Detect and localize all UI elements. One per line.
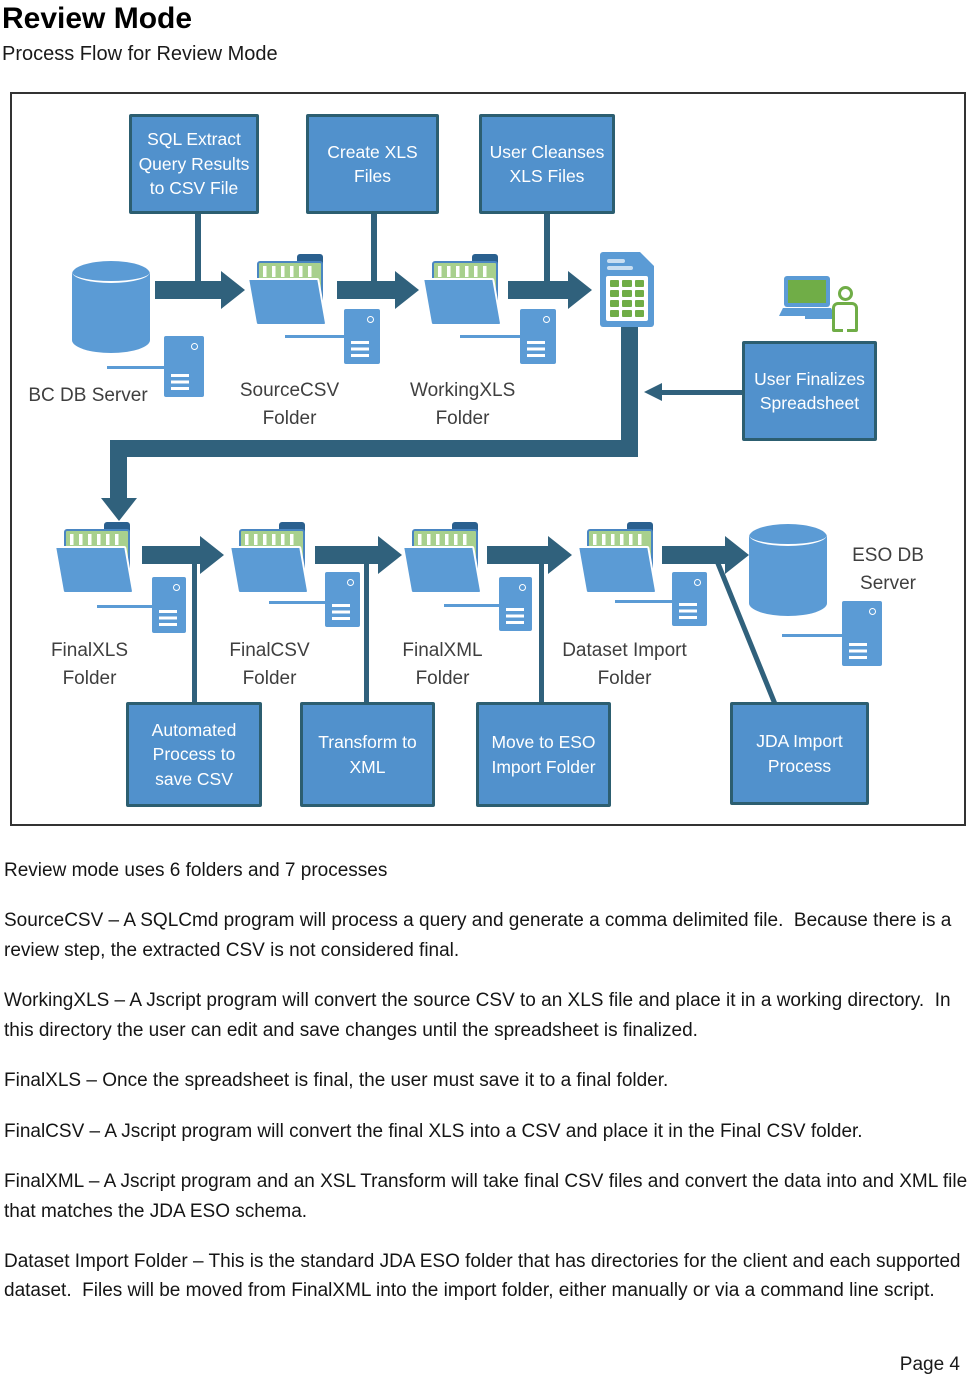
server-icon [152, 577, 186, 633]
connector-line [195, 212, 201, 292]
server-icon [325, 572, 360, 627]
server-icon [344, 309, 380, 364]
file-dashes [245, 534, 296, 545]
flow-arrow [337, 271, 419, 309]
process-box-move-eso: Move to ESO Import Folder [476, 702, 611, 807]
shelf-line [460, 335, 520, 338]
file-dashes [593, 534, 644, 545]
connector-line [192, 564, 197, 704]
page-subtitle: Process Flow for Review Mode [2, 43, 278, 65]
folder-icon-dataset-import [575, 522, 663, 594]
person-body [832, 302, 858, 332]
label-bc-db-server: BC DB Server [28, 385, 148, 406]
process-box-user-finalizes: User Finalizes Spreadsheet [742, 341, 877, 441]
file-dashes [418, 534, 469, 545]
flow-arrow [142, 536, 224, 574]
process-box-jda-import: JDA Import Process [730, 702, 869, 805]
process-flow-diagram: SQL Extract Query Results to CSV File Cr… [10, 92, 966, 826]
pipe-connector [621, 327, 638, 457]
pipe-connector [110, 440, 127, 500]
flow-arrow [487, 536, 572, 574]
label-eso-db-server: ESO DB Server [852, 545, 924, 594]
spreadsheet-icon [600, 252, 654, 327]
connector-line [364, 564, 369, 704]
paragraph-workingxls: WorkingXLS – A Jscript program will conv… [4, 990, 956, 1041]
paragraph-sourcecsv: SourceCSV – A SQLCmd program will proces… [4, 910, 957, 961]
shelf-line [444, 604, 499, 607]
flow-arrow [155, 271, 245, 309]
database-icon [749, 524, 827, 616]
folder-front [577, 546, 658, 594]
flow-connectors [101, 212, 778, 705]
connector-line [544, 212, 550, 292]
process-box-sql-extract: SQL Extract Query Results to CSV File [129, 114, 259, 214]
shelf-line [782, 634, 842, 637]
cylinder-lid [72, 261, 150, 284]
server-icon [164, 336, 204, 397]
label-finalxml-folder: FinalXML Folder [402, 640, 483, 689]
person-head [837, 286, 853, 301]
sheet-line [607, 266, 633, 270]
process-box-transform-xml: Transform to XML [300, 702, 435, 807]
shelf-line [805, 316, 837, 319]
paragraph-finalxml: FinalXML – A Jscript program and an XSL … [4, 1171, 973, 1222]
file-dashes [263, 266, 314, 277]
folder-front [229, 546, 310, 594]
laptop-display [788, 280, 826, 303]
sheet-line [607, 259, 625, 263]
server-icon [842, 601, 882, 666]
server-icon [672, 572, 707, 626]
laptop-screen [784, 276, 830, 307]
folder-front [422, 278, 503, 326]
shelf-line [107, 366, 164, 369]
shelf-line [285, 335, 344, 338]
paragraph-dataset-import: Dataset Import Folder – This is the stan… [4, 1250, 966, 1302]
paragraph-finalxls: FinalXLS – Once the spreadsheet is final… [4, 1070, 669, 1092]
connector-line [539, 564, 544, 704]
folder-icon-finalcsv [227, 522, 315, 594]
pipe-arrowhead [101, 498, 137, 521]
folder-icon-finalxls [52, 522, 140, 594]
folder-icon-workingxls [420, 254, 508, 326]
cylinder-lid [749, 524, 827, 547]
connector-line [371, 212, 377, 292]
database-icon [72, 261, 150, 353]
connector-line [714, 560, 778, 705]
process-box-user-cleanses: User Cleanses XLS Files [479, 114, 615, 214]
connector-line [660, 390, 742, 395]
label-finalcsv-folder: FinalCSV Folder [229, 640, 310, 689]
paragraph-finalcsv: FinalCSV – A Jscript program will conver… [4, 1120, 863, 1142]
label-workingxls-folder: WorkingXLS Folder [410, 380, 516, 429]
process-box-automated-save-csv: Automated Process to save CSV [126, 702, 262, 807]
shelf-line [615, 600, 672, 603]
label-finalxls-folder: FinalXLS Folder [50, 640, 129, 689]
flow-arrow [662, 536, 749, 574]
folder-front [402, 546, 483, 594]
folder-icon-sourcecsv [245, 254, 333, 326]
label-sourcecsv-folder: SourceCSV Folder [239, 380, 340, 429]
file-dashes [438, 266, 489, 277]
page-number: Page 4 [899, 1354, 960, 1375]
paragraph-summary: Review mode uses 6 folders and 7 process… [4, 860, 388, 881]
arrowhead [644, 383, 662, 401]
body-text: Review mode uses 6 folders and 7 process… [4, 856, 970, 1306]
process-box-create-xls: Create XLS Files [306, 114, 439, 214]
file-dashes [70, 534, 121, 545]
shelf-line [269, 601, 325, 604]
page-title: Review Mode [2, 2, 193, 35]
server-icon [499, 577, 532, 631]
person-icon [832, 286, 858, 332]
server-icon [520, 309, 556, 364]
folder-front [54, 546, 135, 594]
flow-arrow [508, 271, 592, 309]
laptop-base [779, 308, 835, 316]
laptop-icon [779, 276, 835, 316]
pipe-connector [110, 440, 638, 457]
flow-arrow [315, 536, 402, 574]
folder-front [247, 278, 328, 326]
label-dataset-import-folder: Dataset Import Folder [562, 640, 687, 689]
folder-icon-finalxml [400, 522, 488, 594]
sheet-grid [606, 276, 648, 321]
shelf-line [97, 605, 152, 608]
